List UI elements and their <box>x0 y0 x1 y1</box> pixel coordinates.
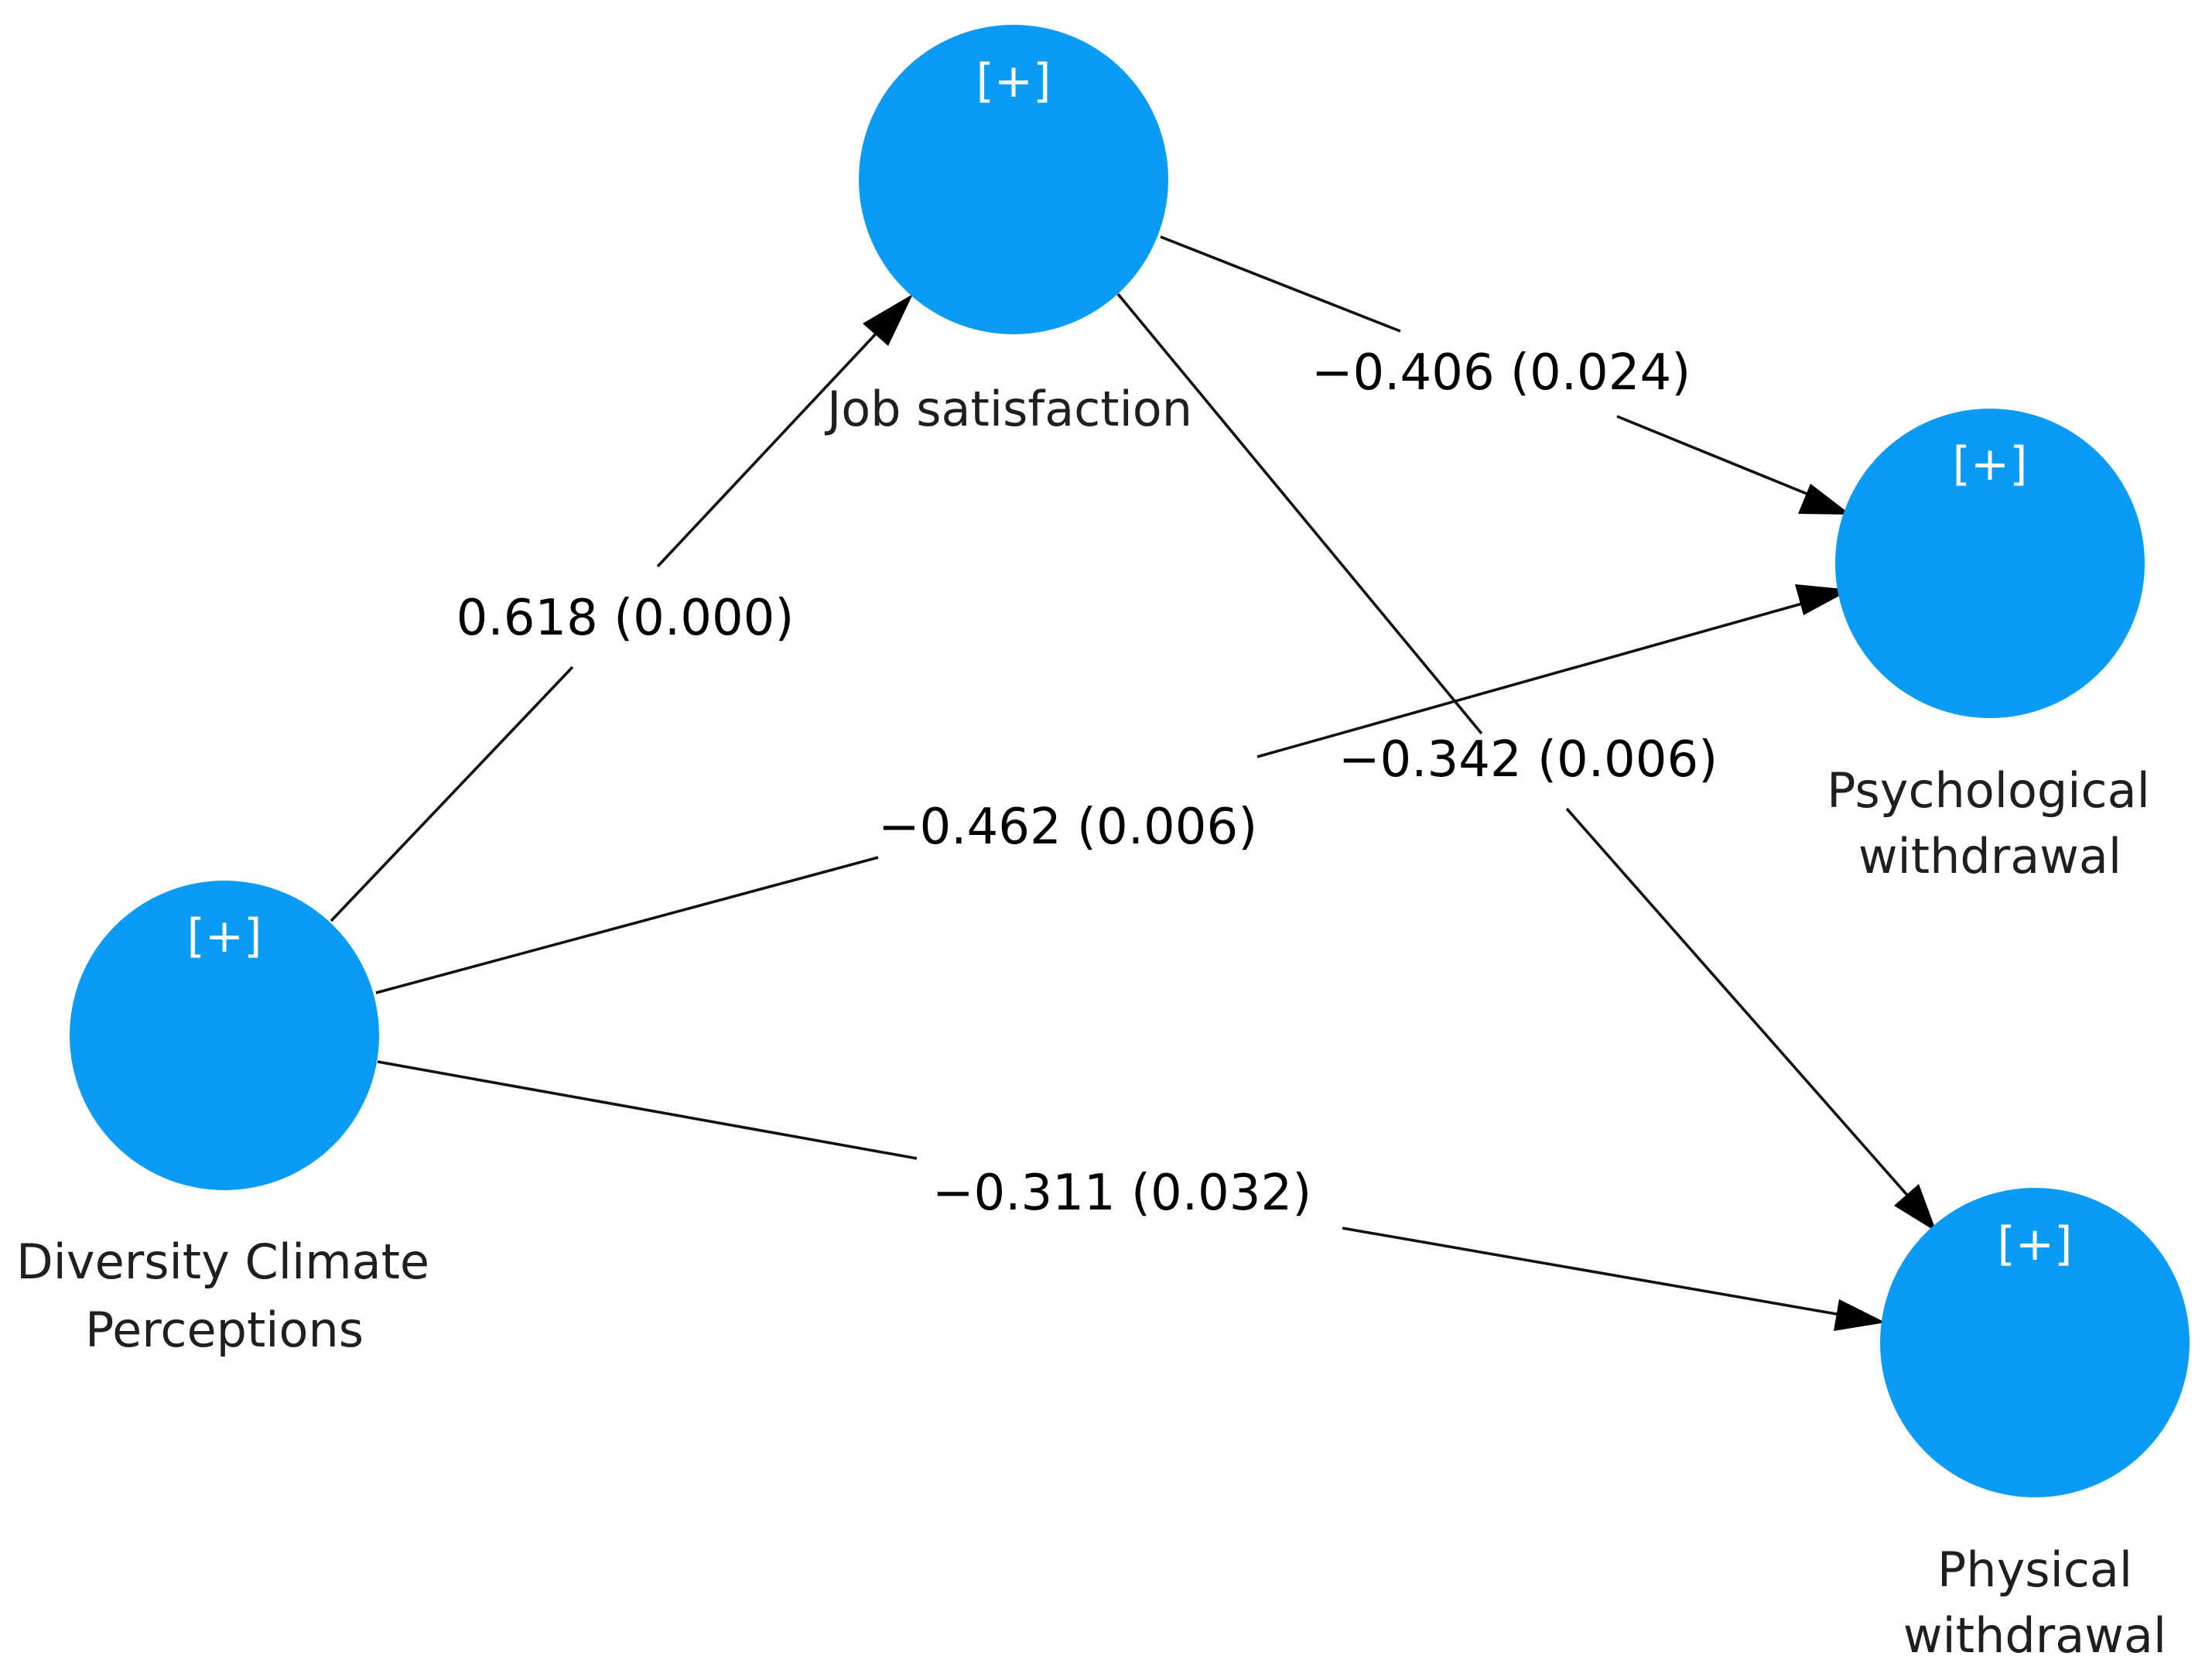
edge-segment <box>656 327 882 568</box>
edge-segment <box>1116 293 1483 735</box>
path-diversity-to-physical-withdrawal: −0.311 (0.032) <box>377 1060 1885 1331</box>
node-label-line-2: withdrawal <box>1903 1607 2166 1664</box>
edge-segment <box>377 1060 918 1160</box>
path-coefficient-label: −0.342 (0.006) <box>1338 731 1718 789</box>
path-coefficient-label: −0.462 (0.006) <box>878 799 1257 856</box>
edge-segment <box>1616 415 1811 497</box>
expand-toggle[interactable]: [+] <box>1997 1217 2072 1271</box>
path-diversity-to-job-satisfaction: 0.618 (0.000) <box>330 294 913 922</box>
path-coefficient-label: −0.406 (0.024) <box>1311 344 1691 402</box>
arrow-head <box>1798 484 1851 515</box>
path-job-satisfaction-to-physical-withdrawal: −0.342 (0.006) <box>1116 293 1937 1232</box>
edge-segment <box>1565 807 1913 1201</box>
expand-toggle[interactable]: [+] <box>976 54 1051 108</box>
edge-segment <box>1342 1227 1846 1317</box>
arrow-head <box>1834 1299 1885 1331</box>
node-label-line-1: Physical <box>1937 1541 2132 1598</box>
construct-circle[interactable] <box>1880 1188 2190 1497</box>
construct-circle[interactable] <box>1835 409 2145 718</box>
construct-circle[interactable] <box>70 881 379 1190</box>
edge-segment <box>1256 600 1811 758</box>
expand-toggle[interactable]: [+] <box>1952 437 2027 491</box>
node-label-line-1: Psychological <box>1827 762 2150 819</box>
node-physical-withdrawal[interactable]: [+] Physical withdrawal <box>1880 1188 2190 1664</box>
node-label: Job satisfaction <box>824 381 1192 437</box>
path-coefficient-label: 0.618 (0.000) <box>456 590 795 647</box>
node-job-satisfaction[interactable]: [+] Job satisfaction <box>824 25 1192 437</box>
arrow-head <box>1795 584 1851 615</box>
construct-circle[interactable] <box>859 25 1168 334</box>
edge-segment <box>375 856 879 994</box>
path-coefficient-label: −0.311 (0.032) <box>932 1165 1311 1222</box>
path-job-satisfaction-to-psychological-withdrawal: −0.406 (0.024) <box>1160 235 1851 515</box>
node-label-line-2: Perceptions <box>85 1302 364 1358</box>
arrow-head <box>1894 1184 1937 1232</box>
expand-toggle[interactable]: [+] <box>186 909 262 963</box>
node-label-line-1: Diversity Climate <box>16 1233 429 1290</box>
node-label-line-2: withdrawal <box>1858 828 2121 884</box>
edge-segment <box>330 665 574 922</box>
node-diversity-climate-perceptions[interactable]: [+] Diversity Climate Perceptions <box>16 881 429 1358</box>
path-diversity-to-psychological-withdrawal: −0.462 (0.006) <box>375 584 1851 994</box>
node-psychological-withdrawal[interactable]: [+] Psychological withdrawal <box>1827 409 2150 884</box>
edge-segment <box>1160 235 1401 333</box>
arrow-head <box>863 294 913 346</box>
